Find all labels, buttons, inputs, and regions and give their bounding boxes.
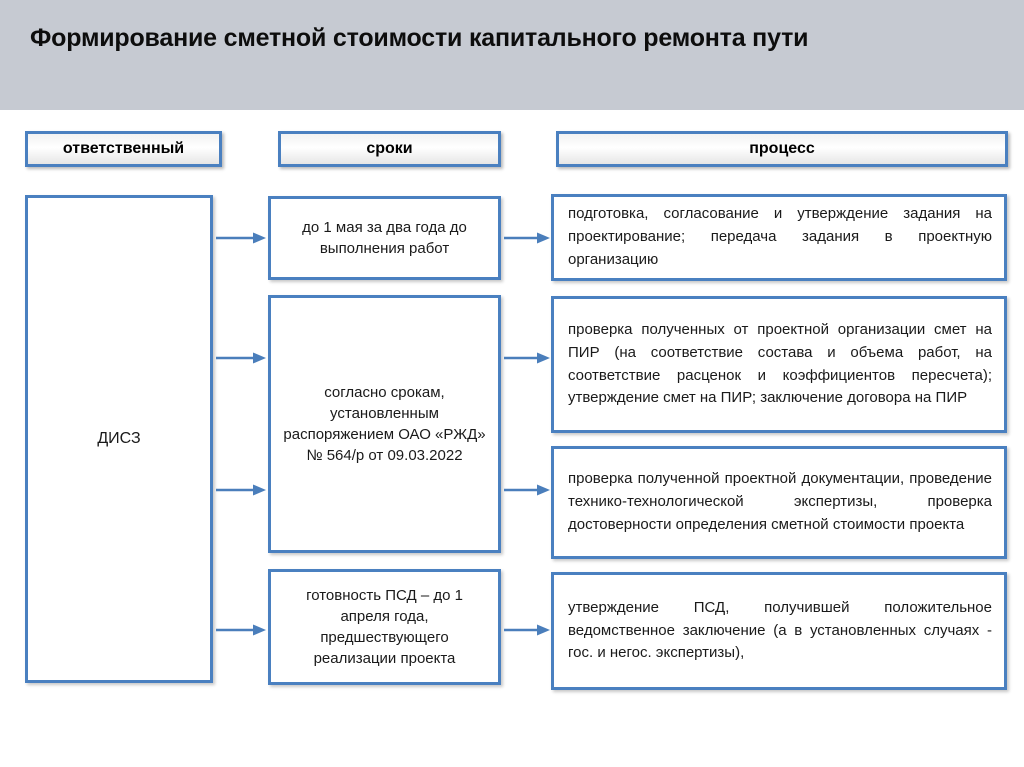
timing-box-1-text: до 1 мая за два года до выполнения работ [302,219,467,257]
arrow-right-icon-time-3 [504,483,550,497]
timing-box-2[interactable]: согласно срокам, установленным распоряже… [268,295,501,553]
arrow-right-icon-resp-4 [216,623,266,637]
arrow-right-icon-resp-2 [216,351,266,365]
process-box-1-text: подготовка, согласование и утверждение з… [568,205,992,268]
column-header-responsible-label: ответственный [62,140,185,157]
arrow-right-icon-time-4 [504,623,550,637]
process-box-1[interactable]: подготовка, согласование и утверждение з… [551,194,1007,281]
process-box-3-text: проверка полученной проектной документац… [568,470,992,533]
responsible-box-disz[interactable]: ДИСЗ [25,195,213,683]
arrow-right-icon-resp-3 [216,483,266,497]
process-box-4-text: утверждение ПСД, получившей положительно… [568,598,992,662]
responsible-box-label: ДИСЗ [97,430,141,447]
column-header-process-label: процесс [749,140,815,157]
process-box-3[interactable]: проверка полученной проектной документац… [551,446,1007,559]
page-title: Формирование сметной стоимости капитальн… [30,24,809,52]
arrow-right-icon-time-2 [504,351,550,365]
timing-box-1[interactable]: до 1 мая за два года до выполнения работ [268,196,501,280]
timing-box-3[interactable]: готовность ПСД – до 1 апреля года, предш… [268,569,501,685]
timing-box-3-text: готовность ПСД – до 1 апреля года, предш… [306,587,463,667]
process-box-2-text: проверка полученных от проектной организ… [568,320,992,407]
column-header-responsible[interactable]: ответственный [25,131,222,167]
slide-title-band: Формирование сметной стоимости капитальн… [0,0,1024,110]
process-box-4[interactable]: утверждение ПСД, получившей положительно… [551,572,1007,690]
column-header-timing[interactable]: сроки [278,131,501,167]
timing-box-2-text: согласно срокам, установленным распоряже… [283,384,486,464]
column-header-process[interactable]: процесс [556,131,1008,167]
process-box-2[interactable]: проверка полученных от проектной организ… [551,296,1007,433]
column-header-timing-label: сроки [366,140,413,157]
arrow-right-icon-time-1 [504,231,550,245]
arrow-right-icon-resp-1 [216,231,266,245]
